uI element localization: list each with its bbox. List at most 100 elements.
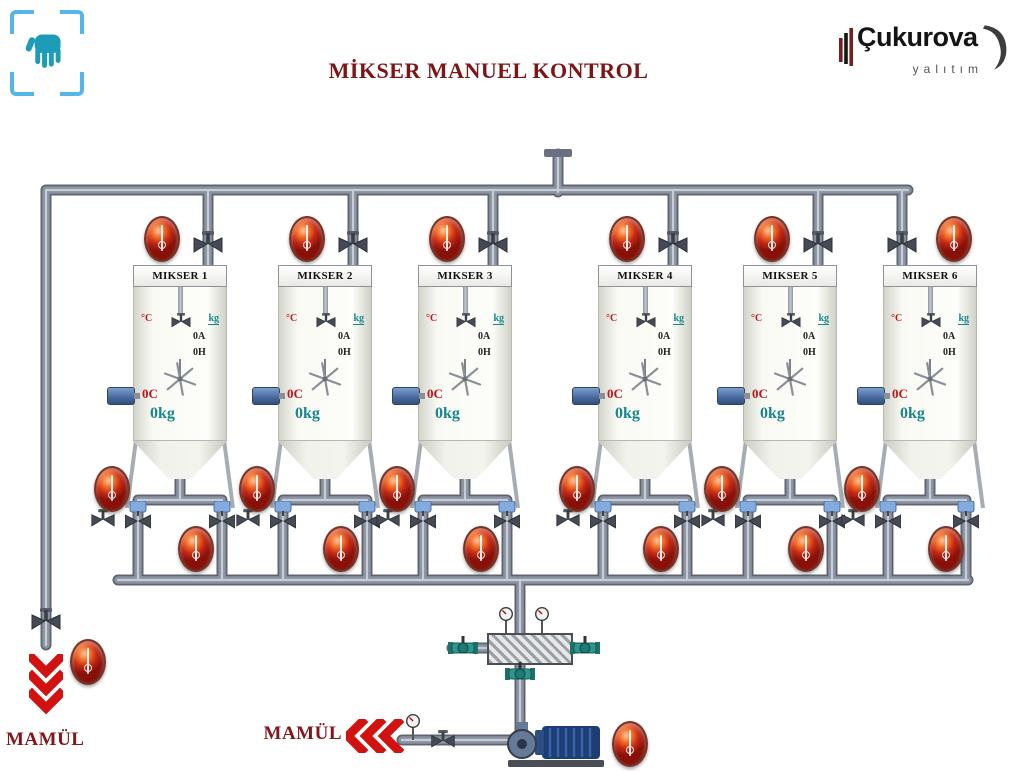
- tank-cone: [278, 441, 372, 479]
- feed-pipe-stub: [323, 287, 328, 315]
- drain-valve-icon[interactable]: [701, 509, 725, 530]
- discharge-lamp-upper[interactable]: [94, 466, 130, 512]
- temp-unit-label: °C: [141, 313, 153, 324]
- drain-valve-icon[interactable]: [91, 509, 115, 530]
- discharge-lamp-lower[interactable]: [178, 526, 214, 572]
- agitator-motor-icon[interactable]: [252, 387, 285, 405]
- inlet-valve-lamp[interactable]: [289, 216, 325, 262]
- mixer-tank: MIKSER 5 °C kg 0A 0H 0C 0kg: [743, 265, 837, 479]
- agitator-icon[interactable]: [911, 359, 951, 399]
- lamp-needle-icon: [393, 475, 401, 501]
- inlet-valve-lamp[interactable]: [936, 216, 972, 262]
- lamp-needle-icon: [108, 475, 116, 501]
- lamp-needle-icon: [84, 648, 92, 674]
- discharge-lamp-lower[interactable]: [323, 526, 359, 572]
- weight-value: 0kg: [295, 405, 320, 422]
- inlet-valve-icon[interactable]: [338, 231, 368, 257]
- logo-swoosh-icon: [983, 25, 1007, 70]
- mixer-unit-3: MIKSER 3 °C kg 0A 0H 0C 0kg: [370, 205, 560, 577]
- tank-inner-valve-icon[interactable]: [171, 313, 191, 330]
- manifold-valve-right-icon[interactable]: [570, 636, 600, 660]
- inlet-valve-icon[interactable]: [658, 231, 688, 257]
- tank-inner-valve-icon[interactable]: [781, 313, 801, 330]
- drain-valve-icon[interactable]: [376, 509, 400, 530]
- feed-pipe-stub: [928, 287, 933, 315]
- lamp-needle-icon: [573, 475, 581, 501]
- current-value: 0A: [193, 331, 206, 342]
- agitator-motor-icon[interactable]: [717, 387, 750, 405]
- mixer-name-plate: MIKSER 5: [743, 265, 837, 287]
- pressure-gauge-icon: [498, 607, 514, 633]
- pump-inlet-valve-icon[interactable]: [430, 730, 456, 751]
- drain-valve-icon[interactable]: [236, 509, 260, 530]
- agitator-icon[interactable]: [446, 359, 486, 399]
- discharge-lamp-upper[interactable]: [844, 466, 880, 512]
- discharge-valve-left-icon[interactable]: [875, 501, 901, 529]
- inlet-valve-lamp[interactable]: [429, 216, 465, 262]
- inlet-valve-icon[interactable]: [193, 231, 223, 257]
- inlet-valve-lamp[interactable]: [754, 216, 790, 262]
- pressure-gauge-icon: [534, 607, 550, 633]
- drain-valve-icon[interactable]: [841, 509, 865, 530]
- discharge-valve-right-icon[interactable]: [953, 501, 979, 529]
- discharge-valve-left-icon[interactable]: [410, 501, 436, 529]
- tank-body: °C kg 0A 0H 0C 0kg: [418, 287, 512, 441]
- mixer-name: MIKSER 3: [437, 270, 493, 282]
- tank-inner-valve-icon[interactable]: [316, 313, 336, 330]
- agitator-icon[interactable]: [626, 359, 666, 399]
- weight-unit-label: kg: [818, 313, 829, 325]
- discharge-lamp-upper[interactable]: [239, 466, 275, 512]
- lamp-needle-icon: [303, 225, 311, 251]
- mixer-name-plate: MIKSER 6: [883, 265, 977, 287]
- manifold-valve-left-icon[interactable]: [448, 636, 478, 660]
- inlet-valve-icon[interactable]: [803, 231, 833, 257]
- discharge-valve-right-icon[interactable]: [494, 501, 520, 529]
- tank-inner-valve-icon[interactable]: [921, 313, 941, 330]
- discharge-valve-left-icon[interactable]: [590, 501, 616, 529]
- level-value: 0H: [338, 347, 351, 358]
- discharge-lamp-lower[interactable]: [928, 526, 964, 572]
- discharge-lamp-upper[interactable]: [704, 466, 740, 512]
- agitator-motor-icon[interactable]: [392, 387, 425, 405]
- tank-inner-valve-icon[interactable]: [456, 313, 476, 330]
- discharge-lamp-lower[interactable]: [463, 526, 499, 572]
- inlet-valve-lamp[interactable]: [609, 216, 645, 262]
- pump-lamp[interactable]: [612, 721, 648, 767]
- weight-unit-label: kg: [673, 313, 684, 325]
- current-value: 0A: [803, 331, 816, 342]
- tank-body: °C kg 0A 0H 0C 0kg: [598, 287, 692, 441]
- left-outlet-valve-icon[interactable]: [31, 608, 61, 634]
- feed-pipe-stub: [788, 287, 793, 315]
- tank-cone: [418, 441, 512, 479]
- transfer-pump[interactable]: [498, 718, 610, 768]
- discharge-lamp-lower[interactable]: [643, 526, 679, 572]
- left-outlet-lamp[interactable]: [70, 639, 106, 685]
- inlet-valve-icon[interactable]: [887, 231, 917, 257]
- agitator-motor-icon[interactable]: [107, 387, 140, 405]
- mixer-tank: MIKSER 4 °C kg 0A 0H 0C 0kg: [598, 265, 692, 479]
- discharge-lamp-upper[interactable]: [379, 466, 415, 512]
- discharge-lamp-upper[interactable]: [559, 466, 595, 512]
- hand-mode-button[interactable]: [10, 10, 84, 96]
- inlet-valve-icon[interactable]: [478, 231, 508, 257]
- agitator-icon[interactable]: [306, 359, 346, 399]
- drain-valve-icon[interactable]: [556, 509, 580, 530]
- lamp-needle-icon: [253, 475, 261, 501]
- discharge-lamp-lower[interactable]: [788, 526, 824, 572]
- discharge-valve-left-icon[interactable]: [125, 501, 151, 529]
- level-value: 0H: [478, 347, 491, 358]
- agitator-icon[interactable]: [161, 359, 201, 399]
- discharge-valve-left-icon[interactable]: [270, 501, 296, 529]
- product-out-label-left: MAMÜL: [6, 729, 85, 750]
- inlet-valve-lamp[interactable]: [144, 216, 180, 262]
- tank-inner-valve-icon[interactable]: [636, 313, 656, 330]
- weight-value: 0kg: [760, 405, 785, 422]
- discharge-valve-left-icon[interactable]: [735, 501, 761, 529]
- agitator-motor-icon[interactable]: [857, 387, 890, 405]
- agitator-motor-icon[interactable]: [572, 387, 605, 405]
- lamp-needle-icon: [477, 535, 485, 561]
- bracket-corner-icon: [10, 72, 34, 96]
- pump-suction-valve-icon[interactable]: [505, 662, 535, 686]
- logo-subtitle-text: yalıtım: [912, 62, 983, 76]
- agitator-icon[interactable]: [771, 359, 811, 399]
